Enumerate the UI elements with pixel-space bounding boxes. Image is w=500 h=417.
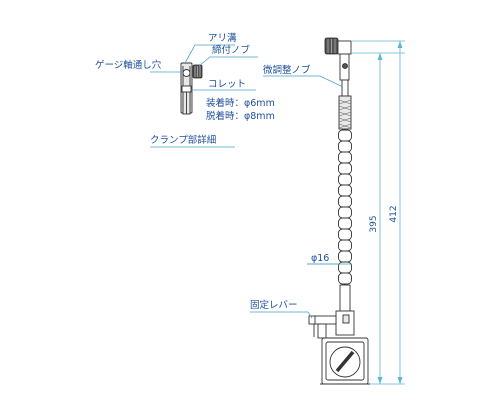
label-fine-adjust-knob: 微調整ノブ: [263, 64, 311, 76]
label-lock-lever: 固定レバー: [250, 299, 298, 311]
clamp-leaders: [150, 44, 258, 148]
label-gauge-hole: ゲージ軸通し穴: [95, 59, 162, 71]
dimension-lines: [352, 40, 405, 385]
flex-arm-segments: [338, 129, 352, 285]
stand-drawing: [308, 37, 370, 385]
dim-412: 412: [389, 205, 399, 222]
label-remove-8: 脱着時：φ8mm: [206, 110, 275, 122]
label-collet: コレット: [208, 79, 246, 90]
label-diameter-16: φ16: [311, 253, 329, 264]
arm-segment: [338, 151, 352, 164]
arm-segment: [338, 140, 352, 153]
arm-segment: [338, 184, 352, 197]
label-shimetsuke-nobu: 締付ノブ: [212, 44, 251, 56]
label-mount-6: 装着時：φ6mm: [206, 97, 275, 109]
dim-395: 395: [369, 215, 379, 232]
label-ari-mizo: アリ溝: [208, 32, 237, 44]
arm-segment: [338, 250, 352, 263]
stand-leaders: [250, 75, 352, 319]
arm-segment: [338, 129, 352, 142]
arm-segment: [338, 173, 352, 186]
clamp-detail-drawing: [180, 62, 203, 115]
arm-segment: [338, 239, 352, 252]
arm-segment: [338, 206, 352, 219]
arm-segment: [338, 195, 352, 208]
arm-segment: [338, 228, 352, 241]
label-clamp-detail: クランプ部詳細: [150, 134, 216, 146]
arm-segment: [338, 272, 352, 285]
arm-segment: [338, 162, 352, 175]
arm-segment: [338, 217, 352, 230]
